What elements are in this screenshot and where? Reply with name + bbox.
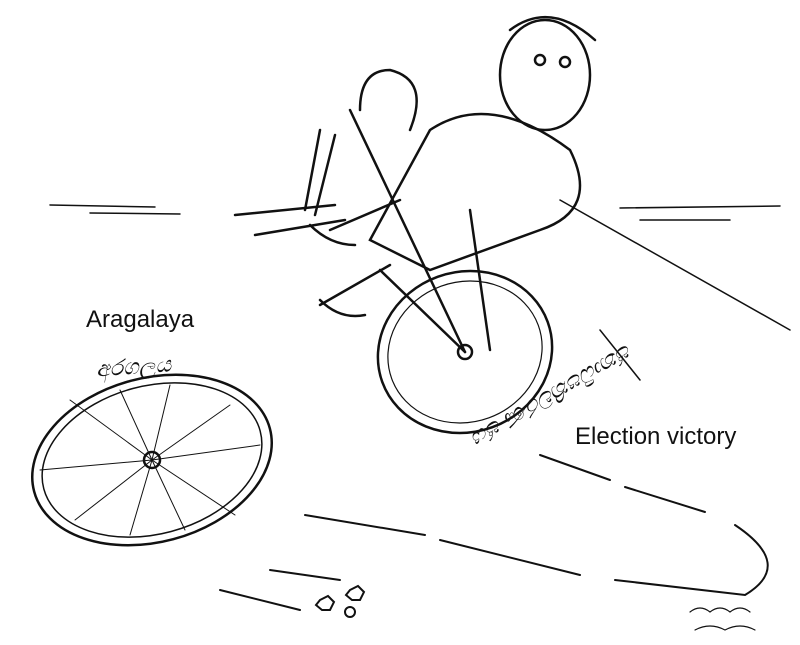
handwritten-wheel-label: අරගලය (95, 352, 172, 383)
speed-lines (49, 199, 791, 381)
broken-chain (304, 454, 769, 597)
caption-election-victory: Election victory (575, 423, 737, 450)
signature-scribble (689, 607, 756, 631)
detached-wheel (31, 373, 273, 547)
caption-aragalaya: Aragalaya (86, 306, 195, 333)
rider (308, 15, 597, 318)
spanners-and-nuts (219, 569, 366, 618)
bicycle (233, 68, 554, 435)
